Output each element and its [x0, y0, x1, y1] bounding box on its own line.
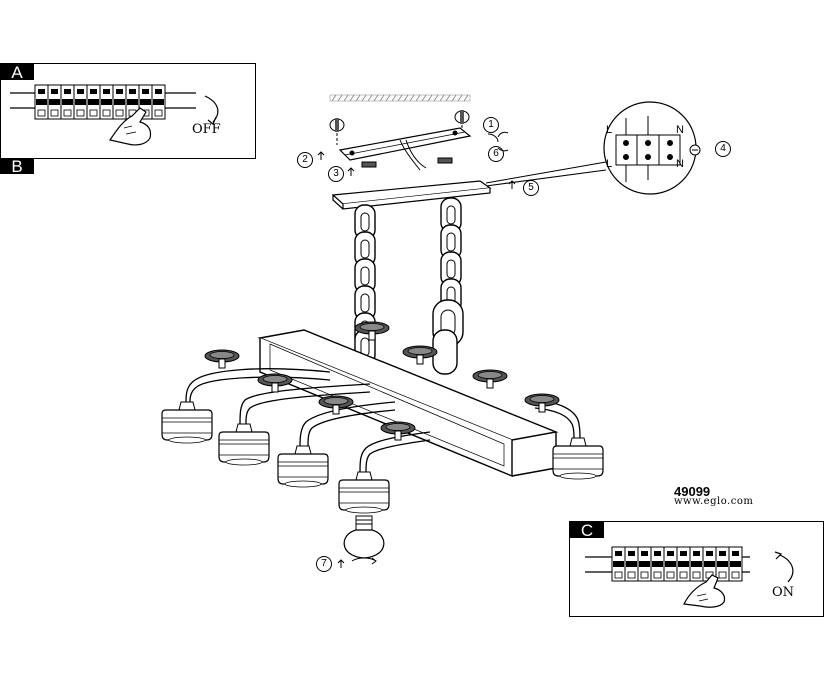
- panel-a-frame: [0, 63, 256, 159]
- step-4-number: 4: [720, 143, 726, 154]
- chain-right-drawing: [432, 197, 464, 375]
- step-3-number: 3: [333, 168, 339, 179]
- terminal-block-callout: [485, 101, 701, 195]
- step-2-number: 2: [302, 154, 308, 165]
- ceiling-hatch: [329, 94, 471, 102]
- step-6-marker: 6: [488, 146, 504, 162]
- step-5-number: 5: [528, 182, 534, 193]
- step-1-marker: 1: [483, 117, 499, 133]
- step-5-marker: 5: [523, 180, 539, 196]
- fuse-box-c-drawing: [585, 546, 794, 608]
- terminal-label-l-top: L: [606, 124, 613, 136]
- website-text: www.eglo.com: [674, 496, 754, 507]
- light-bulb-drawing: [343, 515, 385, 559]
- step-1-number: 1: [488, 119, 494, 130]
- step-2-marker: 2: [297, 152, 313, 168]
- on-label: ON: [772, 585, 795, 600]
- canopy-bar-drawing: [331, 180, 492, 210]
- product-code: 49099: [674, 484, 711, 499]
- step-6-number: 6: [493, 148, 499, 159]
- mounting-bracket-drawing: [329, 110, 499, 171]
- step-7-number: 7: [321, 558, 327, 569]
- step-7-marker: 7: [316, 556, 332, 572]
- fuse-box-a-drawing: [10, 84, 219, 146]
- off-label: OFF: [192, 122, 221, 137]
- step-3-marker: 3: [328, 166, 344, 182]
- terminal-label-n-top: N: [676, 124, 684, 136]
- main-beam-drawing: [257, 329, 559, 478]
- step-4-marker: 4: [715, 141, 731, 157]
- terminal-label-l-bottom: L: [606, 158, 613, 170]
- panel-a-tag: A: [0, 64, 34, 81]
- step-arrows: [317, 131, 516, 568]
- panel-c-tag: C: [570, 522, 604, 539]
- panel-b-tag: B: [0, 158, 34, 175]
- terminal-label-n-bottom: N: [676, 158, 684, 170]
